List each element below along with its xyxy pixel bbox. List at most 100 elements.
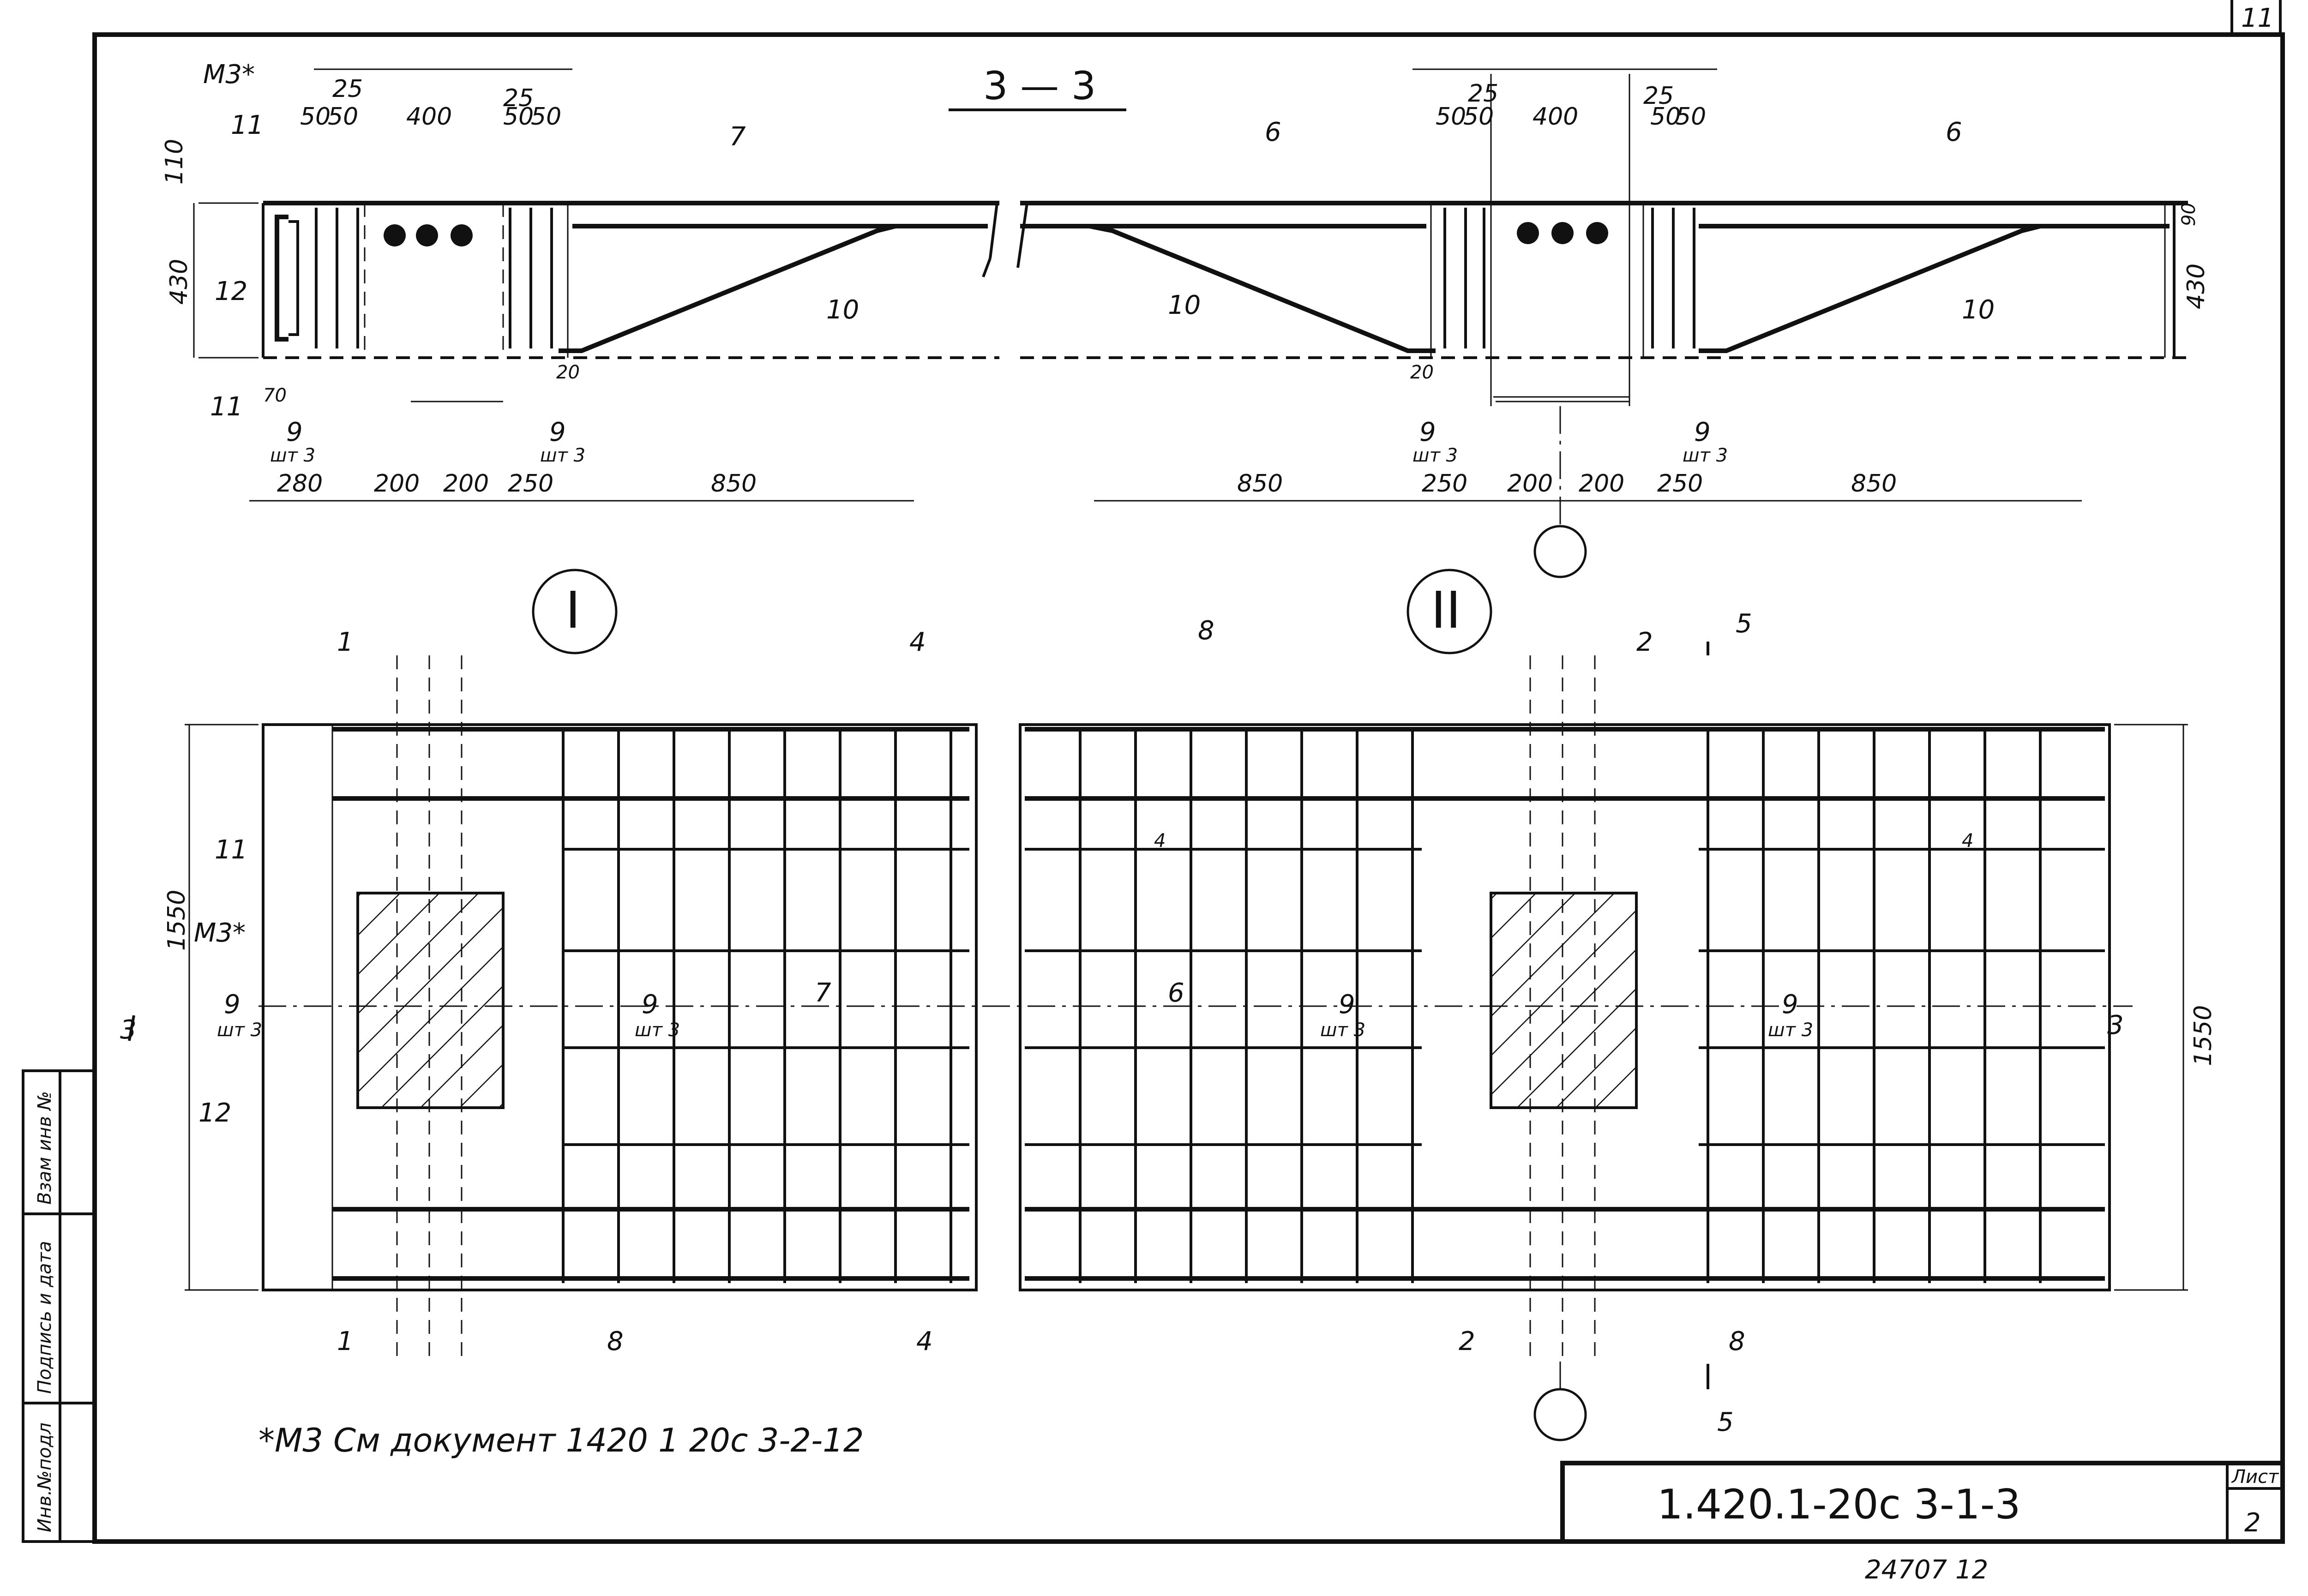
- dim-bottom-left-3: 200: [443, 470, 489, 498]
- sheet-number: 2: [2244, 1508, 2261, 1538]
- dim-top-right-2: 50: [1463, 103, 1494, 131]
- plan-callout-1-top: 1: [337, 627, 354, 657]
- side-stamp-col1: Инв.№подл: [34, 1422, 55, 1532]
- dim-right-small: 90: [2178, 203, 2200, 226]
- callout-9b: 9: [549, 417, 566, 447]
- section-left-beam: [262, 201, 999, 359]
- plan-callout-7: 7: [815, 978, 831, 1008]
- dim-bottom-left-5: 850: [711, 470, 757, 498]
- plan-callout-9d: 9: [1782, 990, 1798, 1020]
- dim-top-left-4: 400: [406, 103, 452, 131]
- cut-3-left: 3: [120, 1015, 137, 1045]
- section-right-beam: [1016, 74, 2188, 578]
- plan-callout-4-top: 4: [909, 627, 926, 657]
- cut-3-right: 3: [2107, 1010, 2124, 1040]
- dim-top-left-5: 25: [503, 84, 534, 112]
- dim-bottom-right-1: 850: [1237, 470, 1283, 498]
- dim-top-left-1: 25: [332, 75, 363, 103]
- dim-top-offset: 110: [161, 139, 188, 185]
- side-stamp-col3: Взам инв №: [34, 1091, 55, 1205]
- callout-10c: 10: [1962, 295, 1995, 325]
- plan-width-left: 1550: [163, 890, 191, 951]
- plan-width-right: 1550: [2189, 1005, 2217, 1066]
- dim-top-right-4: 400: [1533, 103, 1578, 131]
- dim-bottom-left-2: 200: [374, 470, 420, 498]
- callout-9a: 9: [286, 417, 303, 447]
- pcs-label-d: шт 3: [1683, 445, 1728, 466]
- dim-bottom-left-1: 280: [277, 470, 323, 498]
- sheet-frame: [92, 0, 2285, 1544]
- dim-top-left-2: 50: [300, 103, 331, 131]
- section-label: 3 — 3: [983, 63, 1096, 108]
- plan-callout-8-right: 8: [1729, 1326, 1745, 1356]
- cut-4-right: 4: [1962, 830, 1973, 852]
- cut-4-left: 4: [1154, 830, 1166, 852]
- plan-pcs-a: шт 3: [217, 1020, 262, 1041]
- callout-12: 12: [215, 276, 247, 306]
- callout-11-bottom: 11: [210, 392, 243, 422]
- plan-callout-11: 11: [215, 835, 247, 865]
- pcs-label-c: шт 3: [1412, 445, 1458, 466]
- cut-5-top: 5: [1736, 609, 1752, 639]
- dim-bottom-right-2: 250: [1422, 470, 1467, 498]
- plan-left-part: [262, 655, 978, 1362]
- callout-7: 7: [729, 122, 746, 152]
- footnote: *М3 См документ 1420 1 20с 3-2-12: [258, 1422, 864, 1459]
- plan-callout-1-bottom: 1: [337, 1326, 354, 1356]
- callout-6b: 6: [1946, 117, 1962, 147]
- callout-6a: 6: [1265, 117, 1281, 147]
- corner-sheet-number: 11: [2241, 3, 2274, 33]
- dim-top-left-6: 50: [503, 103, 534, 131]
- plan-callout-8-left: 8: [607, 1326, 624, 1356]
- dim-height-right: 430: [2182, 264, 2210, 309]
- node-I-label: I: [565, 581, 580, 640]
- dim-top-left-7: 50: [531, 103, 561, 131]
- plan-callout-2-top: 2: [1636, 627, 1653, 657]
- node-II-circle: [1406, 569, 1492, 654]
- plan-callout-9b: 9: [642, 990, 658, 1020]
- dim-top-right-3: 25: [1468, 80, 1498, 108]
- archive-number: 24707 12: [1865, 1555, 1988, 1585]
- pcs-label-b: шт 3: [540, 445, 585, 466]
- dim-small-20b: 20: [1410, 362, 1434, 383]
- dim-height-left: 430: [165, 259, 193, 305]
- dim-bottom-right-6: 850: [1851, 470, 1897, 498]
- callout-9d: 9: [1694, 417, 1711, 447]
- plan-dimensions: [128, 642, 2188, 1389]
- dim-bottom-right-5: 250: [1657, 470, 1703, 498]
- dim-top-right-6: 50: [1650, 103, 1681, 131]
- plan-right-part: [1019, 655, 2111, 1441]
- plan-callout-9a: 9: [224, 990, 240, 1020]
- dim-top-right-1: 50: [1436, 103, 1466, 131]
- cut-5-bottom: 5: [1717, 1407, 1734, 1437]
- dim-top-right-7: 50: [1676, 103, 1706, 131]
- dim-bottom-right-3: 200: [1507, 470, 1553, 498]
- plan-m3-mark: М3*: [194, 918, 246, 948]
- callout-10b: 10: [1168, 290, 1201, 320]
- section-m3-mark: М3*: [203, 60, 255, 90]
- section-dimensions: [193, 68, 2166, 502]
- callout-10a: 10: [826, 295, 859, 325]
- callout-11-top: 11: [231, 110, 264, 140]
- dim-bottom-left-4: 250: [508, 470, 553, 498]
- node-I-circle: [532, 569, 618, 654]
- title-block: [1560, 1461, 2285, 1544]
- plan-callout-2-bottom: 2: [1459, 1326, 1475, 1356]
- dim-top-left-3: 50: [328, 103, 358, 131]
- plan-callout-4-bottom: 4: [916, 1326, 933, 1356]
- plan-callout-9c: 9: [1339, 990, 1355, 1020]
- drawing-designation: 1.420.1-20с 3-1-3: [1657, 1481, 2020, 1528]
- plan-pcs-d: шт 3: [1768, 1020, 1813, 1041]
- dim-bottom-right-4: 200: [1579, 470, 1624, 498]
- plan-pcs-b: шт 3: [635, 1020, 680, 1041]
- dim-small-70: 70: [263, 385, 287, 406]
- plan-callout-6: 6: [1168, 978, 1184, 1008]
- callout-9c: 9: [1419, 417, 1436, 447]
- side-stamp: [22, 1069, 96, 1543]
- dim-small-20a: 20: [556, 362, 580, 383]
- dim-top-right-5: 25: [1643, 82, 1674, 110]
- plan-pcs-c: шт 3: [1320, 1020, 1365, 1041]
- plan-callout-12: 12: [198, 1098, 231, 1128]
- sheet-label: Лист: [2231, 1466, 2279, 1488]
